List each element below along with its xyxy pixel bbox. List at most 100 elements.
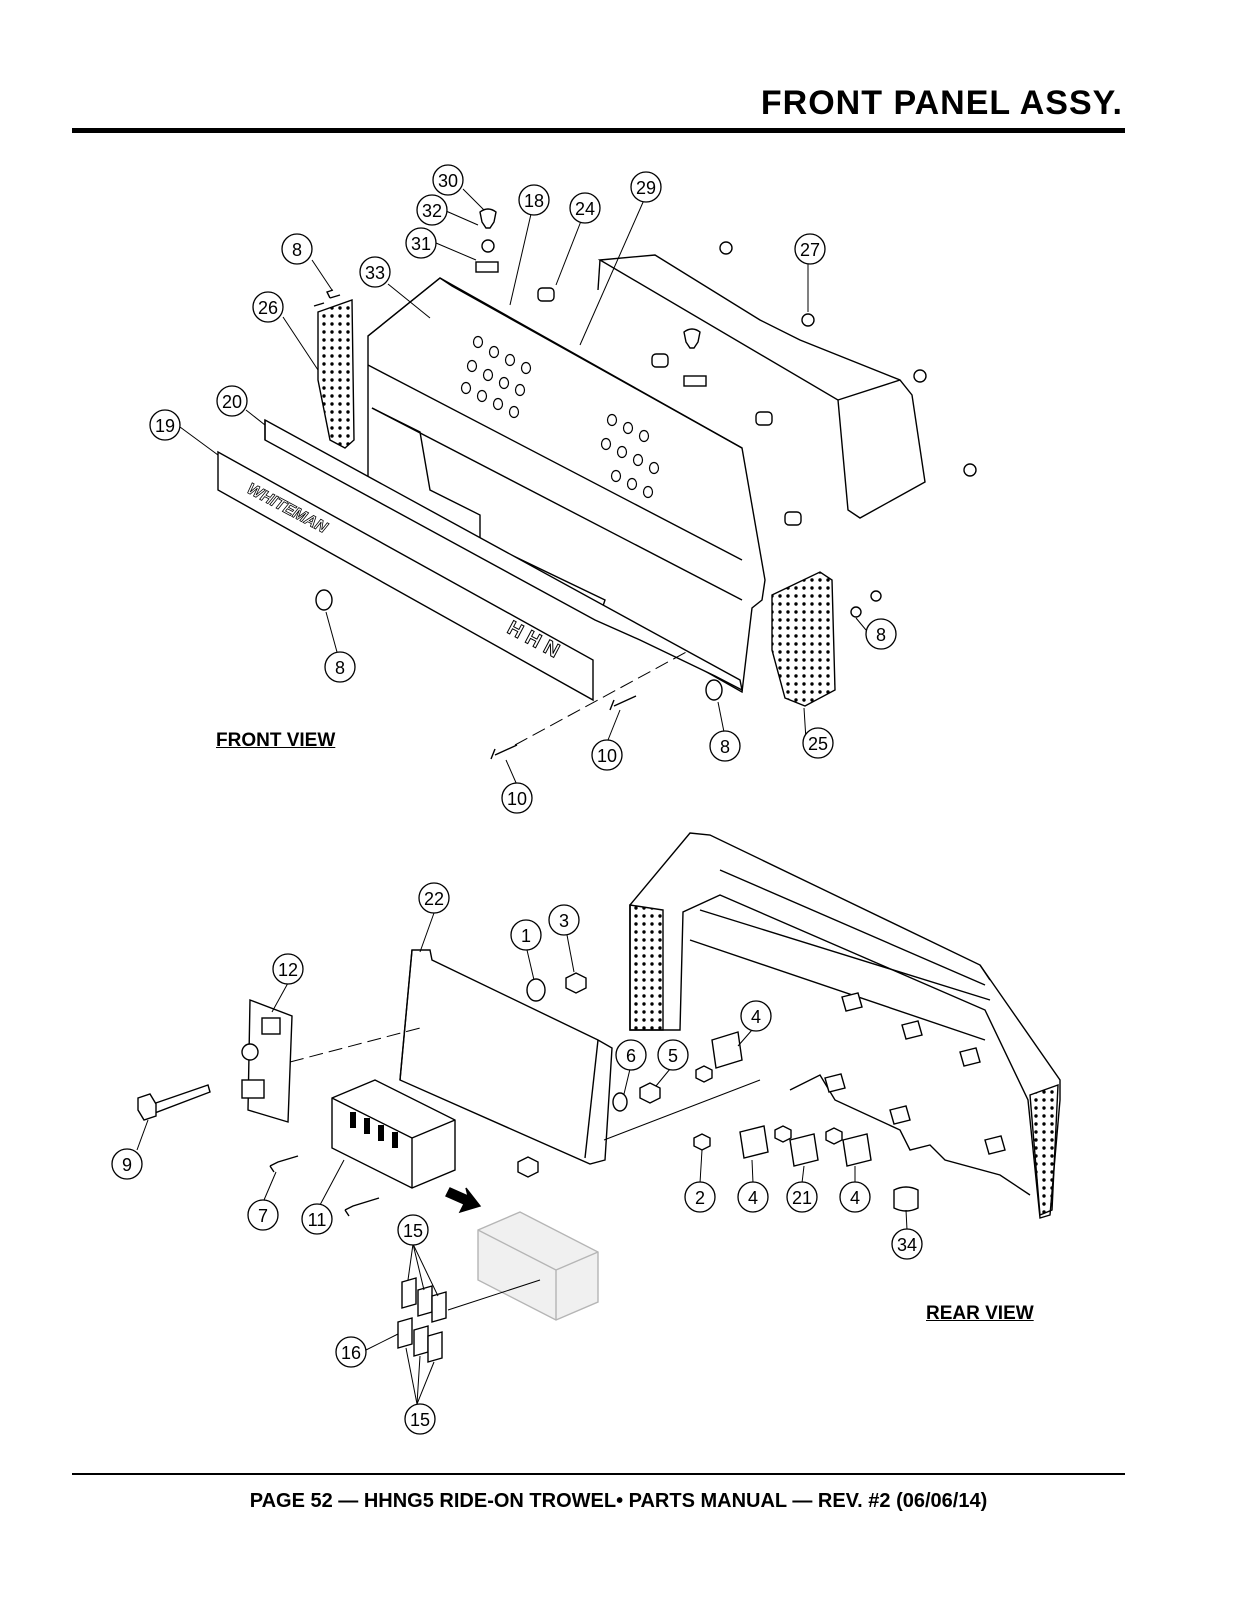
rear-view-label: REAR VIEW — [926, 1303, 1034, 1324]
callout-bubble: 33 — [359, 256, 391, 288]
hole-grid-left — [460, 335, 532, 419]
callout-number: 21 — [792, 1188, 812, 1208]
callout-bubble: 26 — [252, 291, 284, 323]
callout-bubble: 7 — [247, 1199, 279, 1231]
callout-bubble: 4 — [737, 1181, 769, 1213]
callout-number: 15 — [410, 1410, 430, 1430]
callout-number: 32 — [422, 201, 442, 221]
callout-number: 11 — [308, 1210, 327, 1230]
callout-number: 31 — [411, 234, 431, 254]
callout-bubble: 5 — [657, 1039, 689, 1071]
nuts — [517, 972, 843, 1178]
callout-number: 3 — [559, 911, 569, 931]
rear-perforated-right — [1029, 1083, 1059, 1217]
callout-number: 12 — [278, 960, 298, 980]
callout-number: 16 — [341, 1343, 361, 1363]
callout-bubble: 25 — [802, 727, 834, 759]
callout-bubble: 21 — [786, 1181, 818, 1213]
callout-bubble: 10 — [591, 739, 623, 771]
callout-number: 7 — [258, 1206, 268, 1226]
callout-number: 33 — [365, 263, 385, 283]
front-leaders — [179, 188, 867, 786]
plate-19 — [217, 450, 594, 702]
callout-bubble: 31 — [405, 227, 437, 259]
bottom-divider — [72, 1473, 1125, 1475]
callout-number: 4 — [850, 1188, 860, 1208]
rear-cover — [597, 254, 926, 519]
long-bolt — [149, 1084, 211, 1115]
callout-bubble: 32 — [416, 194, 448, 226]
callout-number: 34 — [897, 1235, 917, 1255]
callout-number: 29 — [636, 178, 656, 198]
callout-number: 2 — [695, 1188, 705, 1208]
callout-bubble: 4 — [839, 1181, 871, 1213]
key — [479, 208, 497, 229]
callout-bubble: 19 — [149, 409, 181, 441]
callout-number: 19 — [155, 416, 175, 436]
callout-number: 6 — [626, 1046, 636, 1066]
callout-bubble: 29 — [630, 171, 662, 203]
callout-number: 30 — [438, 171, 458, 191]
callout-number: 9 — [122, 1155, 132, 1175]
dash-panel — [367, 277, 766, 694]
rear-frame — [629, 832, 1061, 1219]
callout-number: 18 — [524, 191, 544, 211]
callout-number: 27 — [800, 240, 820, 260]
rear-view-drawing — [136, 832, 1061, 1405]
callout-bubble: 15 — [397, 1214, 429, 1246]
rear-callout-group: 22 1 3 12 4 6 5 9 7 11 2 4 21 4 15 34 16… — [111, 882, 923, 1435]
callout-bubble: 8 — [709, 730, 741, 762]
front-view-label: FRONT VIEW — [216, 730, 336, 751]
bushings — [537, 287, 802, 526]
fuse-slots — [350, 1112, 398, 1148]
callout-bubble: 4 — [740, 1000, 772, 1032]
side-bracket-left — [317, 299, 355, 449]
washers — [719, 241, 977, 477]
callout-number: 22 — [424, 889, 444, 909]
callout-bubble: 8 — [324, 651, 356, 683]
front-view-drawing — [179, 188, 977, 786]
callout-number: 15 — [403, 1221, 423, 1241]
callout-bubble: 24 — [569, 192, 601, 224]
callout-bubble: 18 — [518, 184, 550, 216]
callout-number: 8 — [292, 240, 302, 260]
rear-leaders — [136, 912, 908, 1405]
callout-number: 25 — [808, 734, 828, 754]
callout-bubble: 8 — [281, 233, 313, 265]
callout-bubble: 12 — [272, 953, 304, 985]
callout-bubble: 30 — [432, 164, 464, 196]
key-2 — [683, 328, 701, 349]
callout-bubble: 1 — [510, 919, 542, 951]
callout-number: 5 — [668, 1046, 678, 1066]
callout-number: 10 — [597, 746, 617, 766]
callout-bubble: 6 — [615, 1039, 647, 1071]
callout-bubble: 22 — [418, 882, 450, 914]
callout-number: 8 — [876, 625, 886, 645]
callout-number: 1 — [521, 926, 531, 946]
fuse-stack — [397, 1277, 447, 1363]
page-footer: PAGE 52 — HHNG5 RIDE-ON TROWEL• PARTS MA… — [249, 1490, 988, 1512]
callout-bubble: 20 — [216, 385, 248, 417]
callout-bubble: 3 — [548, 904, 580, 936]
callout-number: 4 — [751, 1007, 761, 1027]
callout-number: 20 — [222, 392, 242, 412]
callout-bubble: 2 — [684, 1181, 716, 1213]
direction-arrow — [445, 1187, 482, 1214]
callout-bubble: 8 — [865, 618, 897, 650]
page-title: FRONT PANEL ASSY. — [760, 84, 1123, 122]
relays — [711, 1031, 872, 1167]
mount-plate — [399, 949, 613, 1165]
callout-number: 8 — [720, 737, 730, 757]
callout-bubble: 16 — [335, 1336, 367, 1368]
mounting-pads — [824, 992, 1006, 1155]
front-callout-group: 30 32 31 18 24 29 8 33 27 26 20 19 8 8 1… — [149, 164, 897, 814]
callout-bubble: 11 — [301, 1203, 333, 1235]
callout-bubble: 15 — [404, 1403, 436, 1435]
callout-number: 26 — [258, 298, 278, 318]
callout-number: 4 — [748, 1188, 758, 1208]
callout-number: 8 — [335, 658, 345, 678]
callout-bubble: 27 — [794, 233, 826, 265]
callout-bubble: 9 — [111, 1148, 143, 1180]
callout-number: 24 — [575, 199, 595, 219]
